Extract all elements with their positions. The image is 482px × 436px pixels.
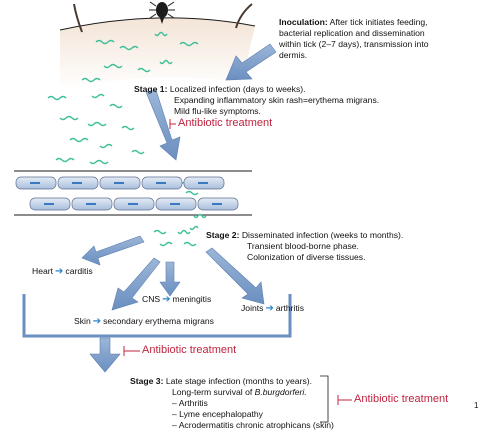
inoculation-arrow [225, 43, 277, 81]
stage3-organism: B.burgdorferi. [254, 387, 307, 397]
stage1-line-2: Expanding inflammatory skin rash=erythem… [174, 95, 380, 105]
inoculation-line-2: bacterial replication and dissemination [279, 28, 425, 38]
stage1-line-1: Localized infection (days to weeks). [169, 84, 306, 94]
stage3-line-1: Late stage infection (months to years). [165, 376, 312, 386]
stage3-item-1: – Arthritis [172, 398, 208, 408]
meningitis-label: meningitis [172, 294, 212, 304]
stage1-block: Stage 1: Localized infection (days to we… [134, 84, 306, 95]
stage2-line-2: Transient blood-borne phase. [247, 241, 359, 251]
stage1-detail: Expanding inflammatory skin rash=erythem… [174, 95, 379, 117]
joints-label: Joints [241, 303, 264, 313]
stage1-title: Stage 1: [134, 84, 168, 94]
carditis-label: carditis [65, 266, 93, 276]
spirochetes [47, 31, 199, 247]
antibiotic-label-2: Antibiotic treatment [142, 344, 237, 356]
stage2-title: Stage 2: [206, 230, 240, 240]
arrow-right-icon: ➔ [92, 316, 102, 327]
stage1-arrow [145, 89, 181, 161]
vessel-spirochetes [185, 190, 207, 219]
stage3-line-2a: Long-term survival of [172, 387, 255, 397]
organ-skin: Skin ➔ secondary erythema migrans [74, 316, 214, 327]
secondary-label: secondary erythema migrans [103, 316, 214, 326]
stage3-detail: Long-term survival of B.burgdorferi. – A… [172, 387, 334, 431]
inoculation-line-4: dermis. [279, 50, 308, 60]
skin-label: Skin [74, 316, 91, 326]
tick-icon [149, 1, 175, 24]
stage3-list-bracket [320, 375, 329, 423]
arrow-right-icon: ➔ [265, 303, 274, 314]
stage3-item-2: – Lyme encephalopathy [172, 409, 263, 419]
organ-joints: Joints ➔ arthritis [241, 303, 304, 314]
inoculation-text: Inoculation: After tick initiates feedin… [279, 17, 429, 61]
cns-label: CNS [142, 294, 161, 304]
heart-label: Heart [32, 266, 54, 276]
dissemination-arrows [81, 235, 265, 311]
stage1-line-3: Mild flu-like symptoms. [174, 106, 261, 116]
skin-surface [59, 3, 256, 90]
inoculation-line-3: within tick (2–7 days), transmission int… [279, 39, 429, 49]
organ-heart: Heart ➔ carditis [32, 266, 93, 277]
stage3-block: Stage 3: Late stage infection (months to… [130, 376, 312, 387]
stage3-list: – Arthritis – Lyme encephalopathy – Acro… [172, 398, 334, 431]
stage3-title: Stage 3: [130, 376, 164, 386]
endothelial-cells [15, 176, 239, 211]
stage3-arrow [89, 337, 121, 373]
organ-cns: CNS ➔ meningitis [142, 294, 211, 305]
collecting-bracket [22, 294, 292, 338]
stage2-detail: Transient blood-borne phase. Colonizatio… [247, 241, 365, 263]
stage2-line-1: Disseminated infection (weeks to months)… [241, 230, 404, 240]
antibiotic-markers [123, 119, 352, 405]
antibiotic-label-3: Antibiotic treatment [354, 393, 449, 405]
stage2-line-3: Colonization of diverse tissues. [247, 252, 366, 262]
page-mark: 1 [474, 401, 479, 410]
arrow-right-icon: ➔ [162, 294, 171, 305]
antibiotic-label-1: Antibiotic treatment [178, 117, 273, 129]
cell-nuclei [30, 182, 222, 205]
arrow-right-icon: ➔ [55, 266, 64, 277]
stage2-block: Stage 2: Disseminated infection (weeks t… [206, 230, 403, 241]
stage3-item-3: – Acrodermatitis chronic atrophicans (sk… [172, 420, 334, 430]
inoculation-line-1: After tick initiates feeding, [329, 17, 428, 27]
inoculation-title: Inoculation: [279, 17, 328, 27]
blood-vessel [14, 170, 252, 216]
arthritis-label: arthritis [275, 303, 305, 313]
